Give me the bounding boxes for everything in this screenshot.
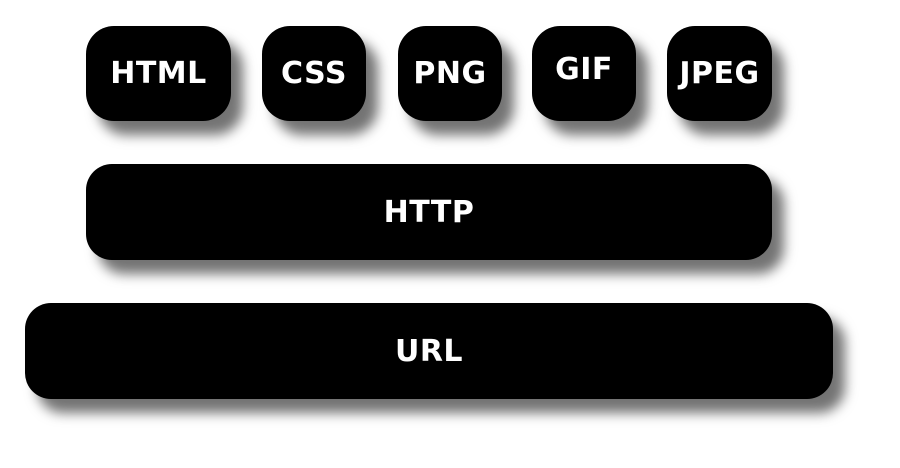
html-label: HTML bbox=[110, 56, 207, 91]
css-label: CSS bbox=[281, 56, 347, 91]
http-layer-block: HTTP bbox=[86, 164, 772, 260]
url-layer-block: URL bbox=[25, 303, 833, 399]
png-block: PNG bbox=[398, 26, 502, 121]
css-block: CSS bbox=[262, 26, 366, 121]
jpeg-block: JPEG bbox=[667, 26, 772, 121]
jpeg-label: JPEG bbox=[679, 56, 760, 91]
gif-label: GIF bbox=[555, 52, 613, 87]
html-block: HTML bbox=[86, 26, 231, 121]
http-label: HTTP bbox=[383, 194, 475, 230]
gif-block: GIF bbox=[532, 26, 636, 121]
url-label: URL bbox=[394, 333, 464, 369]
png-label: PNG bbox=[413, 56, 487, 91]
